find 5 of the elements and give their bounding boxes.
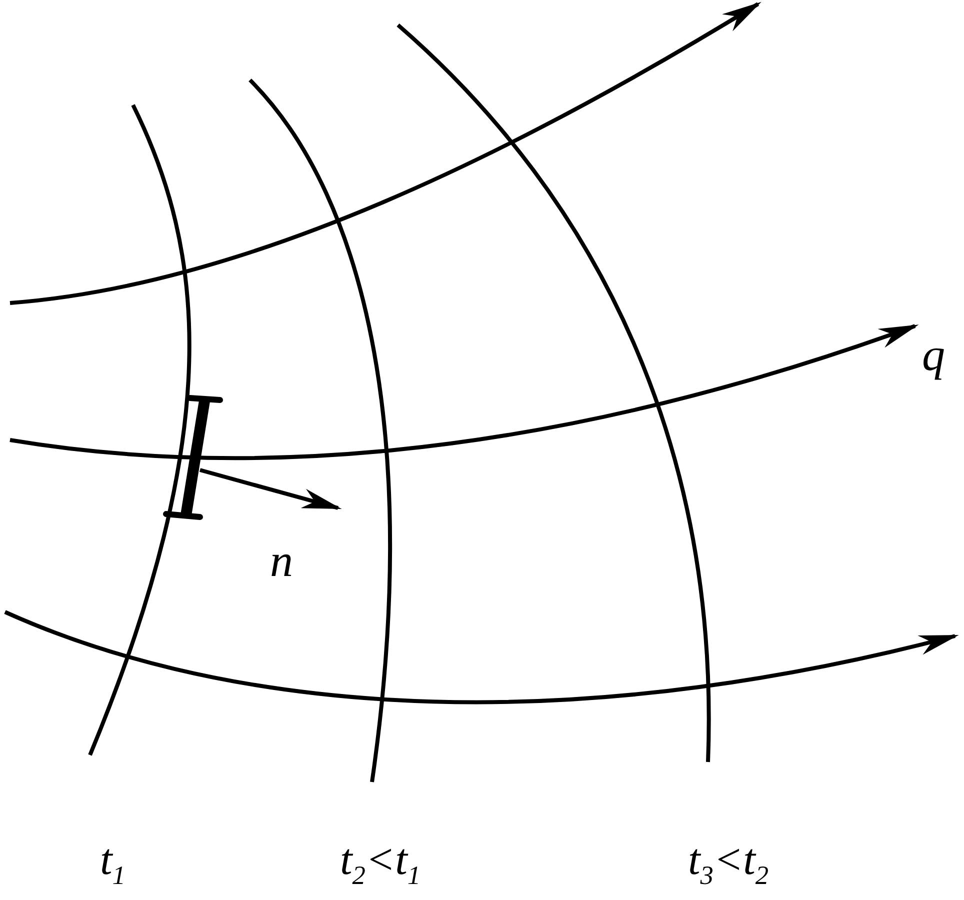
normal-label: n xyxy=(270,538,293,584)
heat-flux-label: q xyxy=(922,332,945,378)
temperature-label: t$_{1}$ xyxy=(100,838,126,888)
temperature-label: t$_{3}$<t$_{2}$ xyxy=(688,838,769,888)
temperature-label: t$_{2}$<t$_{1}$ xyxy=(340,838,421,888)
